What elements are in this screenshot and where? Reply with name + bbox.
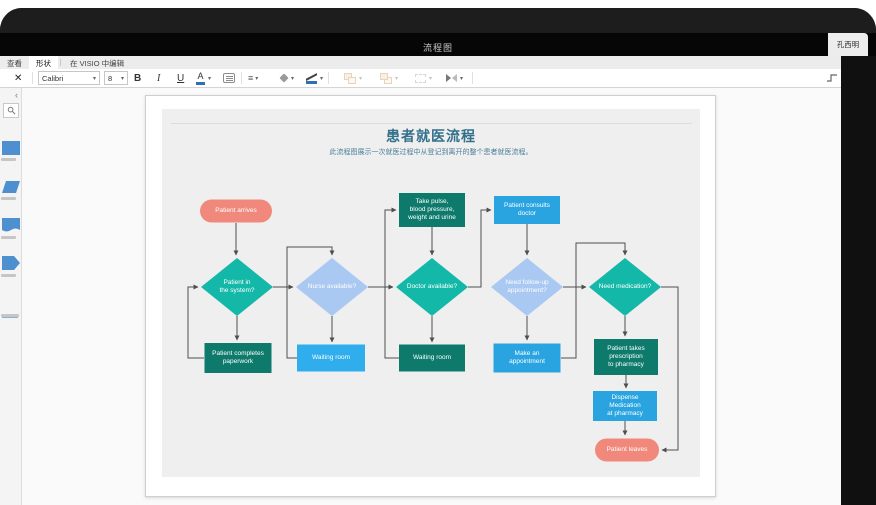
toolbar-separator bbox=[328, 72, 329, 84]
font-size-value: 8 bbox=[108, 74, 112, 83]
flow-node-make-appointment[interactable] bbox=[494, 344, 561, 373]
line-color-icon bbox=[306, 73, 317, 84]
shape-thumb-arrow[interactable] bbox=[1, 255, 21, 276]
align-button[interactable]: ≡ ▾ bbox=[248, 69, 258, 87]
delete-button[interactable]: ✕ bbox=[14, 69, 22, 87]
group-button[interactable]: ▾ bbox=[415, 69, 432, 87]
flow-node-waiting-room-1[interactable] bbox=[297, 345, 365, 372]
chevron-down-icon: ▾ bbox=[208, 75, 211, 82]
title-rule bbox=[171, 123, 692, 124]
font-color-icon: A bbox=[196, 72, 205, 85]
chevron-down-icon: ▾ bbox=[291, 75, 294, 82]
search-icon bbox=[7, 106, 16, 115]
send-backward-icon bbox=[380, 73, 392, 84]
user-name-badge[interactable]: 孔西明 bbox=[828, 33, 868, 56]
formatting-toolbar: ✕ Calibri ▾ 8 ▾ B I U A bbox=[0, 69, 841, 88]
group-icon bbox=[415, 74, 426, 83]
chevron-down-icon: ▾ bbox=[429, 75, 432, 82]
shape-thumb-label bbox=[1, 197, 16, 200]
tab-edit-in-visio[interactable]: 在 VISIO 中编辑 bbox=[63, 56, 131, 69]
shape-thumb-label bbox=[1, 314, 19, 317]
device-bezel-top bbox=[0, 8, 876, 33]
font-name-value: Calibri bbox=[42, 74, 63, 83]
flow-node-patient-arrives[interactable] bbox=[200, 200, 272, 223]
shape-thumb-label bbox=[1, 274, 16, 277]
chevron-down-icon: ▾ bbox=[359, 75, 362, 82]
tab-view[interactable]: 查看 bbox=[0, 56, 29, 69]
flow-node-take-pulse[interactable] bbox=[399, 193, 465, 227]
chevron-down-icon: ▾ bbox=[320, 75, 323, 82]
shape-thumb-label bbox=[1, 158, 16, 161]
toolbar-separator bbox=[241, 72, 242, 84]
flow-node-dispense-medication[interactable] bbox=[593, 391, 657, 421]
tab-bar: 查看 形状 在 VISIO 中编辑 bbox=[0, 56, 841, 69]
flow-node-completes-paperwork[interactable] bbox=[205, 343, 272, 373]
flow-node-takes-prescription[interactable] bbox=[594, 339, 658, 375]
fill-color-icon bbox=[280, 74, 288, 82]
search-shapes-button[interactable] bbox=[3, 103, 19, 118]
bold-button[interactable]: B bbox=[134, 69, 141, 87]
toolbar-separator bbox=[472, 72, 473, 84]
underline-button[interactable]: U bbox=[177, 69, 184, 87]
diagram-subtitle: 此流程图展示一次就医过程中从登记到离开的整个患者就医流程。 bbox=[162, 147, 700, 157]
chevron-down-icon: ▾ bbox=[460, 75, 463, 82]
flow-node-consults-doctor[interactable] bbox=[494, 196, 560, 224]
connector-button[interactable] bbox=[826, 69, 838, 87]
chevron-down-icon: ▾ bbox=[255, 75, 258, 82]
shapes-sidebar: ‹ bbox=[0, 88, 22, 505]
window-title: 流程图 bbox=[0, 41, 876, 54]
diagram-title: 患者就医流程 bbox=[162, 126, 700, 146]
collapse-panel-icon[interactable]: ‹ bbox=[15, 90, 18, 100]
flow-node-waiting-room-2[interactable] bbox=[399, 345, 465, 372]
align-icon: ≡ bbox=[248, 73, 252, 83]
fill-color-button[interactable]: ▾ bbox=[280, 69, 294, 87]
text-block-icon bbox=[223, 73, 235, 83]
line-color-button[interactable]: ▾ bbox=[306, 69, 323, 87]
flip-button[interactable]: ▾ bbox=[446, 69, 463, 87]
bring-forward-icon bbox=[344, 73, 356, 84]
italic-button[interactable]: I bbox=[157, 69, 160, 87]
font-color-button[interactable]: A ▾ bbox=[196, 69, 211, 87]
tab-shape[interactable]: 形状 bbox=[29, 56, 58, 69]
shape-thumb-label bbox=[1, 236, 16, 239]
toolbar-separator bbox=[32, 72, 33, 84]
font-size-combo[interactable]: 8 ▾ bbox=[104, 69, 128, 87]
flow-node-patient-leaves[interactable] bbox=[595, 439, 659, 462]
send-backward-button[interactable]: ▾ bbox=[380, 69, 398, 87]
chevron-down-icon: ▾ bbox=[93, 75, 96, 82]
flip-icon bbox=[446, 74, 451, 82]
bring-forward-button[interactable]: ▾ bbox=[344, 69, 362, 87]
connector-icon bbox=[826, 73, 838, 83]
chevron-down-icon: ▾ bbox=[395, 75, 398, 82]
flip-icon bbox=[452, 74, 457, 82]
chevron-down-icon: ▾ bbox=[121, 75, 124, 82]
user-name-label: 孔西明 bbox=[837, 39, 860, 50]
tab-divider bbox=[60, 59, 61, 66]
delete-icon: ✕ bbox=[14, 73, 22, 84]
text-block-button[interactable] bbox=[223, 69, 235, 87]
font-name-combo[interactable]: Calibri ▾ bbox=[38, 69, 100, 87]
